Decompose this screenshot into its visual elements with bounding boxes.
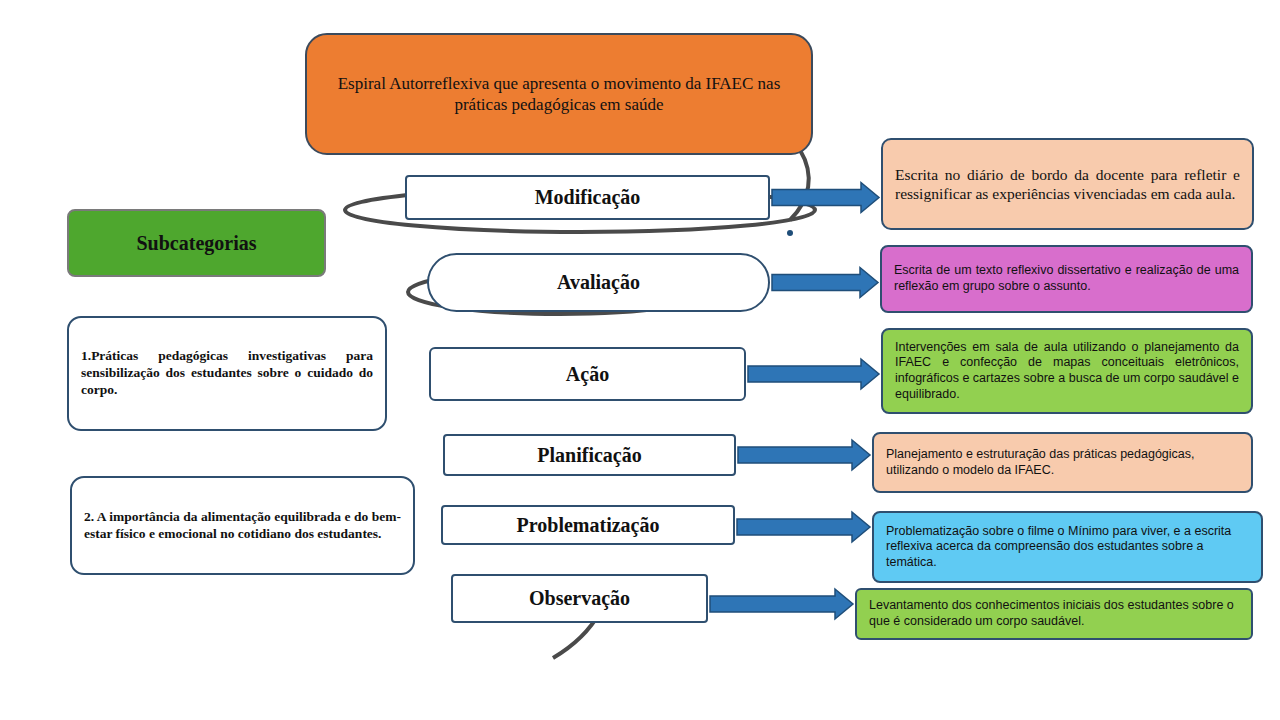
dot <box>787 230 793 236</box>
node-text: Planificação <box>457 443 722 468</box>
description-box: Planejamento e estruturação das práticas… <box>872 432 1253 493</box>
description-box: Escrita de um texto reflexivo dissertati… <box>880 245 1253 313</box>
node-text: Espiral Autorreflexiva que apresenta o m… <box>319 73 799 116</box>
stage-box: Observação <box>451 574 708 623</box>
title-box: Espiral Autorreflexiva que apresenta o m… <box>305 33 813 155</box>
spiral-coils <box>345 150 815 658</box>
block-arrow <box>738 440 870 470</box>
block-arrow <box>737 512 870 542</box>
block-arrow <box>748 359 879 389</box>
stage-box: Planificação <box>443 434 736 476</box>
node-text: Problematização <box>455 513 721 538</box>
subcategory-box: 2. A importância da alimentação equilibr… <box>70 476 415 575</box>
stage-box: Modificação <box>405 175 770 220</box>
subcategory-box: 1.Práticas pedagógicas investigativas pa… <box>67 316 387 431</box>
node-text: Escrita de um texto reflexivo dissertati… <box>894 263 1239 294</box>
node-text: Observação <box>465 586 694 611</box>
node-text: Escrita no diário de bordo da docente pa… <box>895 165 1240 204</box>
block-arrow <box>710 589 853 619</box>
stage-box: Problematização <box>441 505 735 545</box>
description-box: Levantamento dos conhecimentos iniciais … <box>855 588 1253 640</box>
node-text: Avaliação <box>441 270 756 295</box>
node-text: 1.Práticas pedagógicas investigativas pa… <box>81 348 373 399</box>
description-box: Intervenções em sala de aula utilizando … <box>881 328 1253 414</box>
node-text: Planejamento e estruturação das práticas… <box>886 447 1239 478</box>
node-text: Problematização sobre o filme o Mínimo p… <box>886 524 1249 571</box>
spiral-coil <box>790 150 809 220</box>
block-arrow <box>772 183 879 213</box>
node-text: Levantamento dos conhecimentos iniciais … <box>869 598 1239 629</box>
stage-box: Avaliação <box>427 253 770 312</box>
node-text: 2. A importância da alimentação equilibr… <box>84 509 401 543</box>
description-box: Escrita no diário de bordo da docente pa… <box>881 138 1254 230</box>
block-arrow <box>772 268 878 298</box>
node-text: Ação <box>443 362 732 387</box>
node-text: Intervenções em sala de aula utilizando … <box>895 340 1239 403</box>
description-box: Problematização sobre o filme o Mínimo p… <box>872 511 1263 583</box>
stage-box: Ação <box>429 347 746 401</box>
heading-box: Subcategorias <box>67 209 326 277</box>
node-text: Subcategorias <box>81 231 312 256</box>
node-text: Modificação <box>419 185 756 210</box>
